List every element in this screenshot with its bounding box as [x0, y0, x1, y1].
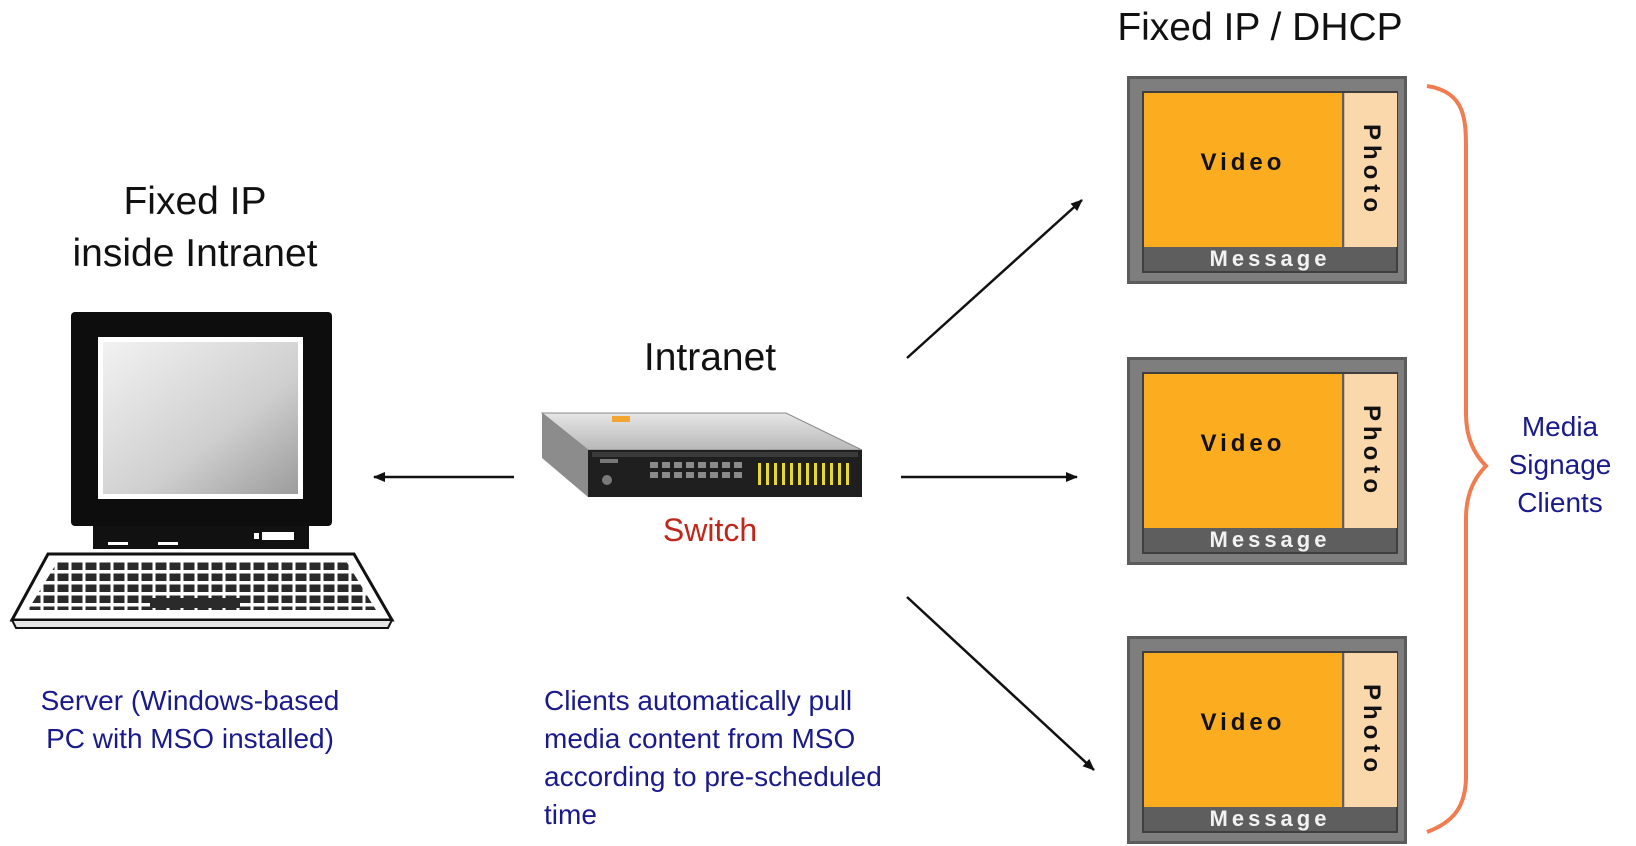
message-zone: Message [1209, 246, 1331, 271]
message-zone: Message [1209, 806, 1331, 831]
client-screen: Video Photo Message [1142, 651, 1398, 833]
arrow-to-client-top [906, 199, 1083, 359]
server-description: Server (Windows-based PC with MSO instal… [20, 682, 360, 758]
photo-zone: Photo [1344, 374, 1397, 528]
pull-description: Clients automatically pull media content… [544, 682, 964, 834]
server-heading-line2: inside Intranet [72, 232, 318, 275]
server-desc-line1: Server (Windows-based [40, 685, 340, 716]
video-zone: Video [1144, 653, 1342, 807]
pull-desc-line2: media content from MSO [544, 723, 856, 754]
photo-label: Photo [1358, 683, 1385, 777]
server-heading-line1: Fixed IP [123, 180, 267, 223]
client-screen: Video Photo Message [1142, 91, 1398, 273]
video-zone: Video [1144, 93, 1342, 247]
signage-client-1: Video Photo Message [1127, 76, 1407, 284]
intranet-label: Intranet [643, 336, 777, 379]
signage-group-line2: Signage [1508, 449, 1612, 480]
pull-desc-line3: according to pre-scheduled [544, 761, 882, 792]
switch-label: Switch [662, 512, 758, 548]
client-screen: Video Photo Message [1142, 372, 1398, 554]
clients-brace [1426, 84, 1489, 834]
desktop-pc-icon [9, 312, 395, 629]
photo-label: Photo [1358, 123, 1385, 217]
arrow-to-client-bottom [906, 596, 1095, 771]
network-switch-icon [540, 412, 863, 497]
photo-label: Photo [1358, 404, 1385, 498]
signage-group-line1: Media [1521, 411, 1599, 442]
signage-client-2: Video Photo Message [1127, 357, 1407, 565]
photo-zone: Photo [1344, 653, 1397, 807]
signage-group-line3: Clients [1517, 487, 1603, 518]
video-zone: Video [1144, 374, 1342, 528]
clients-heading: Fixed IP / DHCP [1117, 6, 1403, 49]
pull-desc-line1: Clients automatically pull [544, 685, 853, 716]
server-heading: Fixed IP inside Intranet [30, 176, 360, 280]
message-zone: Message [1209, 527, 1331, 552]
signage-group-label: Media Signage Clients [1490, 408, 1630, 522]
server-desc-line2: PC with MSO installed) [46, 723, 334, 754]
signage-client-3: Video Photo Message [1127, 636, 1407, 844]
pull-desc-line4: time [544, 799, 597, 830]
photo-zone: Photo [1344, 93, 1397, 247]
